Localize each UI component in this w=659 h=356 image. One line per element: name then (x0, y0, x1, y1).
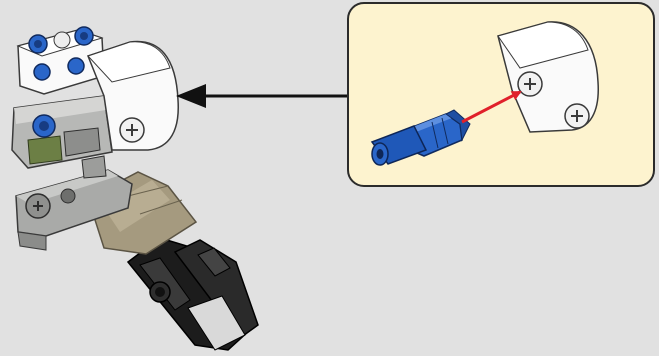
grey-connectors (12, 96, 112, 178)
callout-box (348, 3, 654, 186)
pointer-arrow-icon (176, 84, 348, 108)
main-model-assembly (12, 27, 258, 350)
black-beams (128, 238, 258, 350)
